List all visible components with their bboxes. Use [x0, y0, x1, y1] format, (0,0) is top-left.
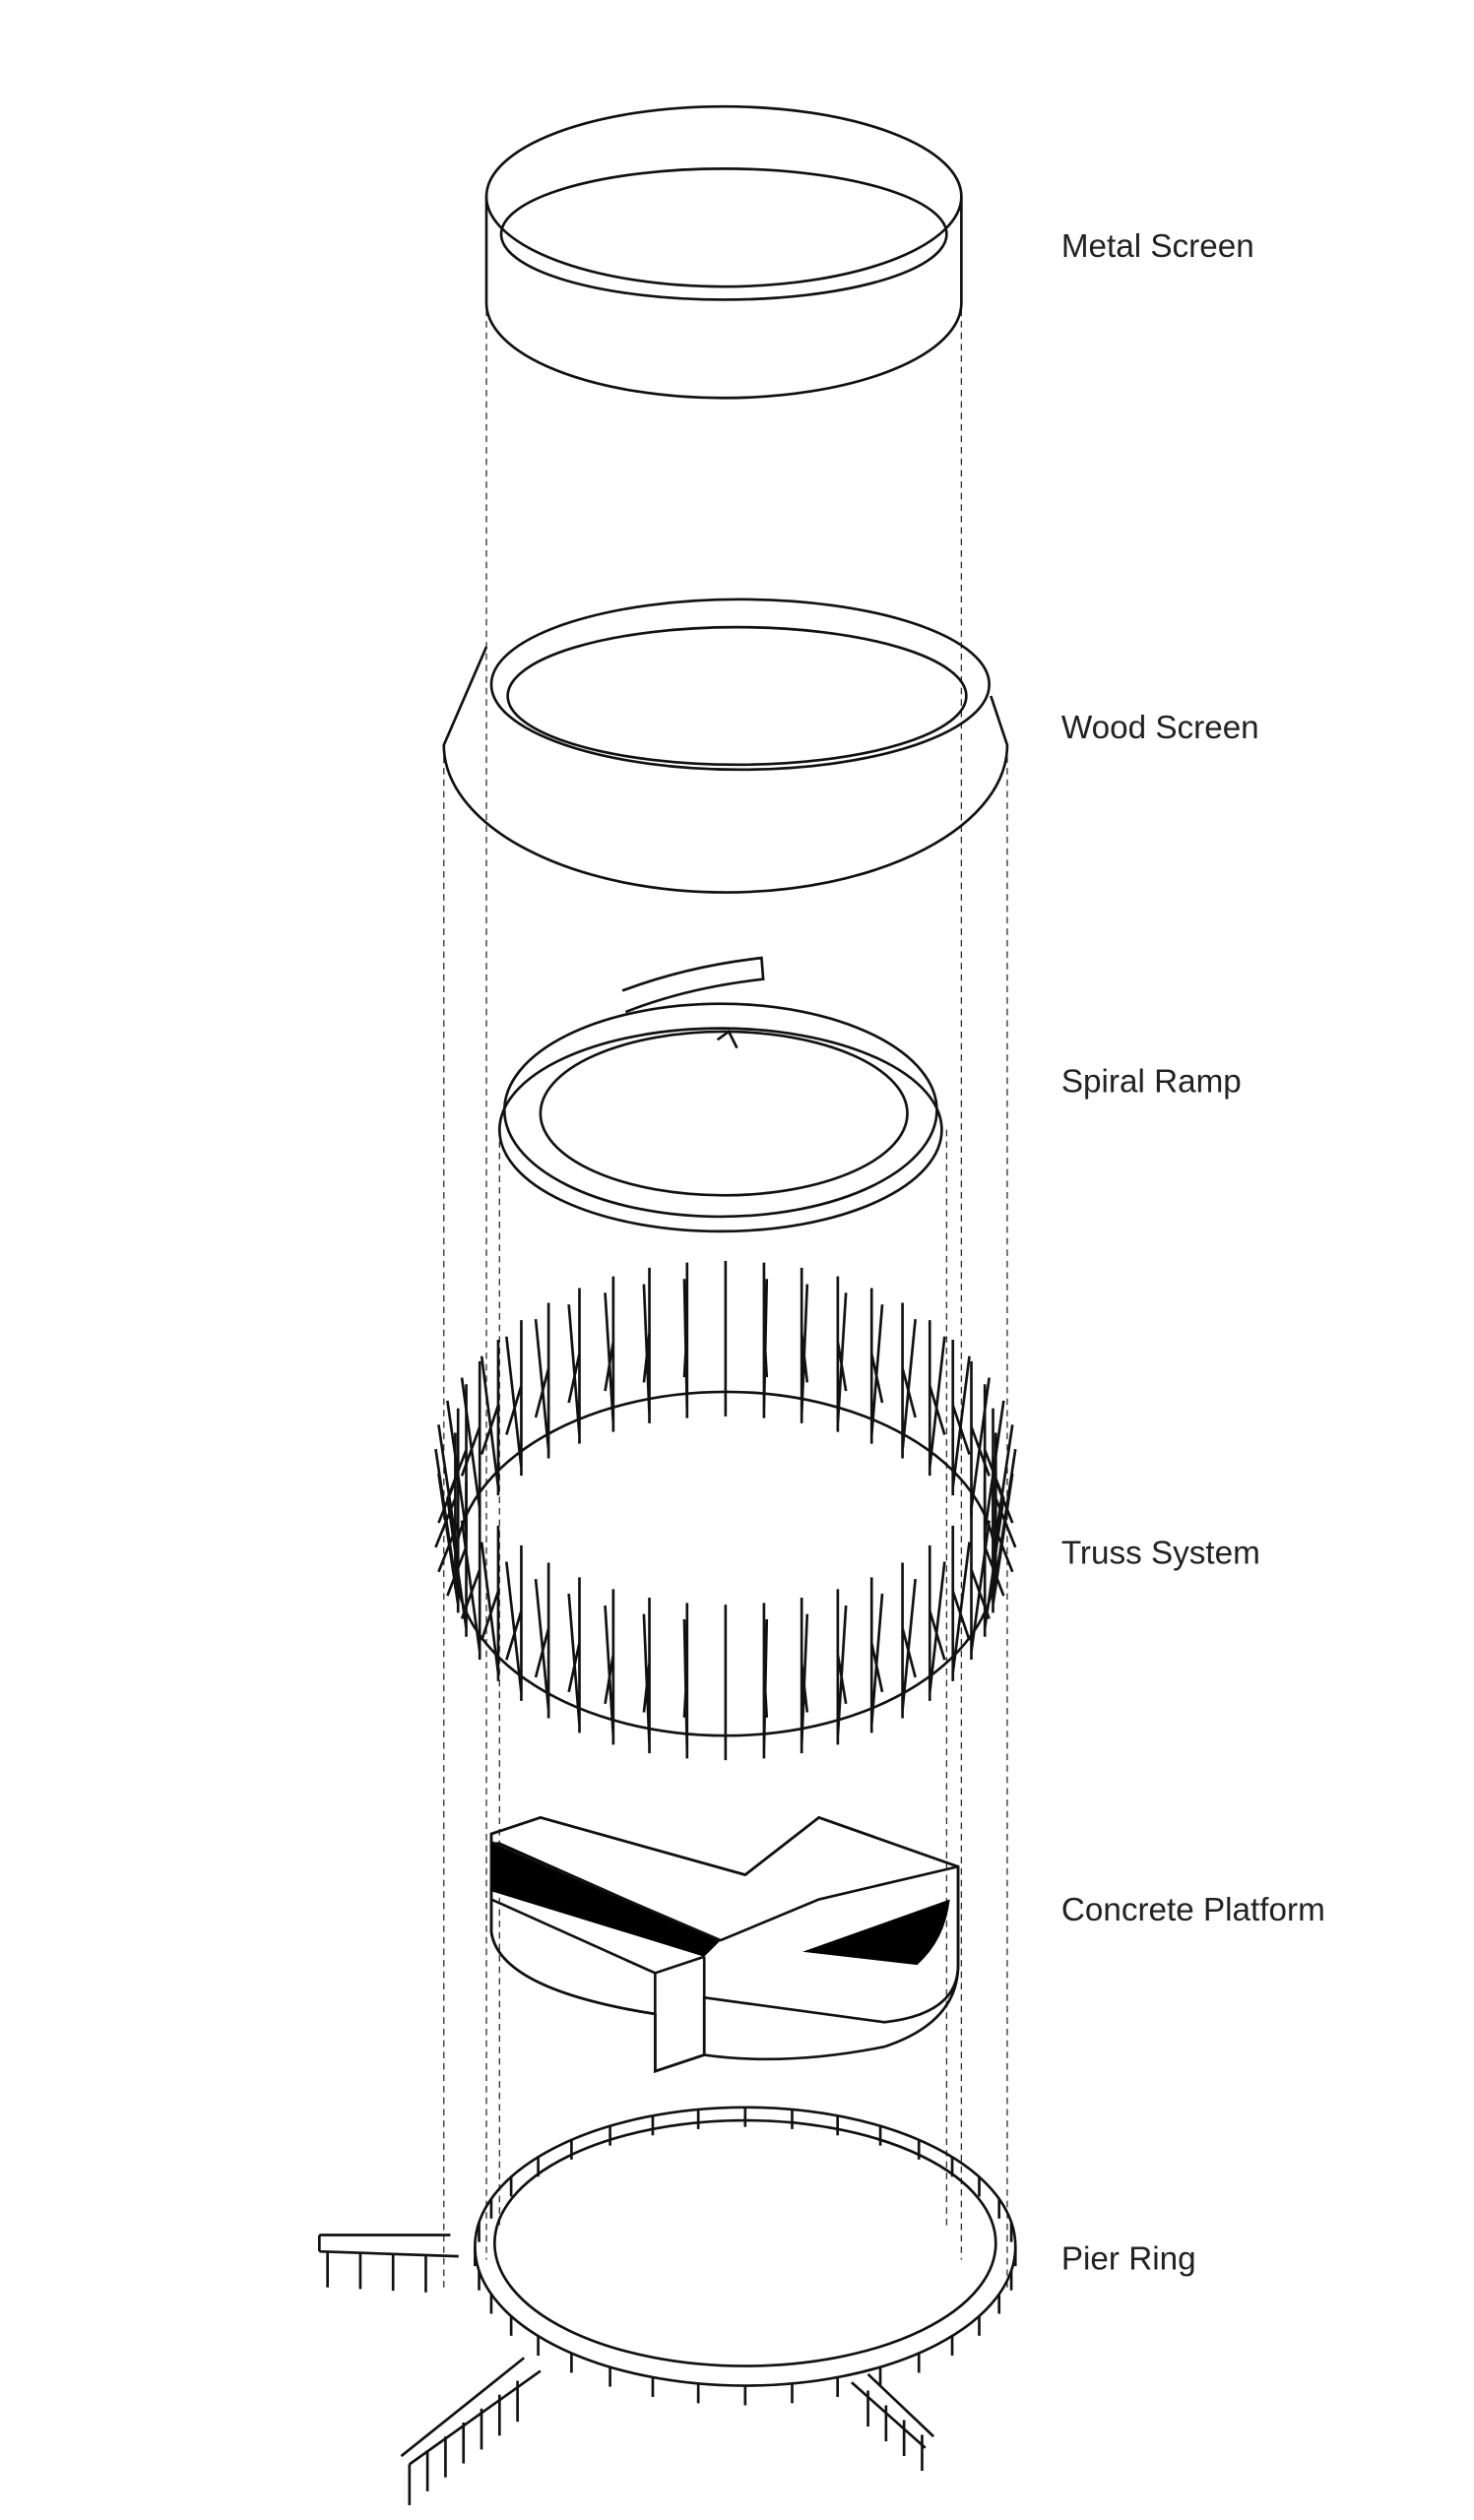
label-wood-screen: Wood Screen: [1061, 710, 1259, 746]
label-metal-screen: Metal Screen: [1061, 228, 1254, 265]
truss-member: [480, 1340, 500, 1496]
pier-ring: [318, 2106, 1017, 2505]
truss-member: [992, 1408, 1014, 1564]
truss-member: [762, 1262, 769, 1418]
truss-member: [604, 1589, 615, 1745]
wood-screen: [442, 598, 1009, 894]
projection-lines: [443, 286, 1008, 2293]
truss-member: [869, 1288, 884, 1444]
truss-member: [928, 1544, 946, 1701]
label-spiral-ramp: Spiral Ramp: [1061, 1064, 1242, 1101]
metal-screen: [484, 104, 963, 400]
truss-member: [567, 1577, 581, 1733]
truss-member: [534, 1302, 550, 1459]
label-concrete-platform: Concrete Platform: [1061, 1892, 1325, 1928]
truss-member: [928, 1320, 946, 1477]
truss-member: [642, 1598, 651, 1754]
truss-member: [836, 1589, 848, 1745]
truss-member: [604, 1276, 615, 1432]
truss-member: [505, 1320, 523, 1477]
truss-member: [505, 1544, 523, 1701]
truss-member: [567, 1288, 581, 1444]
truss-member: [869, 1577, 884, 1733]
truss-member: [800, 1598, 809, 1754]
truss-member: [682, 1603, 689, 1759]
truss-member: [836, 1276, 848, 1432]
truss-member: [480, 1525, 500, 1681]
concrete-platform: [489, 1815, 960, 2074]
truss-member: [951, 1525, 971, 1681]
truss-system: [434, 1260, 1017, 1761]
truss-member: [970, 1360, 991, 1517]
truss-member: [901, 1562, 917, 1719]
label-pier-ring: Pier Ring: [1061, 2240, 1196, 2277]
spiral-ramp: [497, 956, 943, 1233]
labels: Metal Screen Wood Screen Spiral Ramp Tru…: [1061, 228, 1325, 2277]
truss-member: [800, 1267, 809, 1423]
truss-member: [951, 1340, 971, 1496]
truss-member: [642, 1267, 651, 1423]
truss-member: [534, 1562, 550, 1719]
truss-member: [682, 1262, 689, 1418]
truss-member: [901, 1302, 917, 1459]
label-truss-system: Truss System: [1061, 1536, 1260, 1572]
truss-member: [762, 1603, 769, 1759]
truss-member: [970, 1504, 991, 1661]
truss-member: [460, 1360, 481, 1517]
